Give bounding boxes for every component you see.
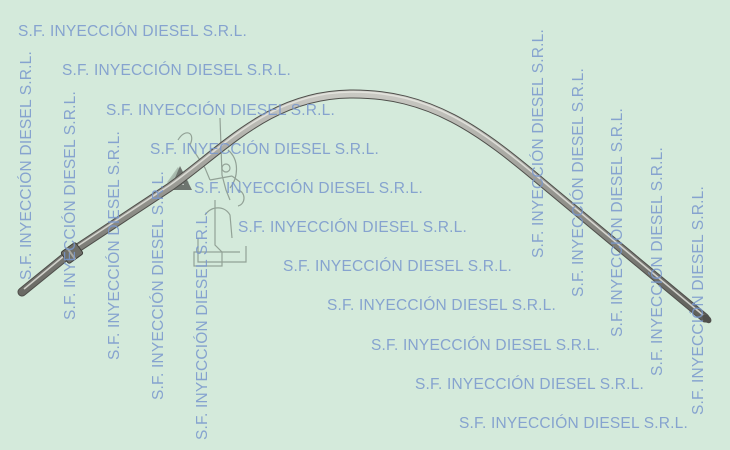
watermark-text: S.F. INYECCIÓN DIESEL S.R.L. (690, 186, 707, 415)
watermark-text: S.F. INYECCIÓN DIESEL S.R.L. (609, 108, 626, 337)
watermark-text: S.F. INYECCIÓN DIESEL S.R.L. (283, 258, 512, 275)
watermark-text: S.F. INYECCIÓN DIESEL S.R.L. (371, 337, 600, 354)
watermark-text: S.F. INYECCIÓN DIESEL S.R.L. (530, 29, 547, 258)
watermark-text: S.F. INYECCIÓN DIESEL S.R.L. (327, 297, 556, 314)
watermark-text: S.F. INYECCIÓN DIESEL S.R.L. (415, 376, 644, 393)
watermark-text: S.F. INYECCIÓN DIESEL S.R.L. (106, 131, 123, 360)
watermark-text: S.F. INYECCIÓN DIESEL S.R.L. (18, 51, 35, 280)
watermark-text: S.F. INYECCIÓN DIESEL S.R.L. (194, 211, 211, 440)
watermark-text: S.F. INYECCIÓN DIESEL S.R.L. (150, 141, 379, 158)
watermark-text: S.F. INYECCIÓN DIESEL S.R.L. (570, 68, 587, 297)
pipe-nut (60, 242, 84, 264)
watermark-text: S.F. INYECCIÓN DIESEL S.R.L. (150, 171, 167, 400)
watermark-text: S.F. INYECCIÓN DIESEL S.R.L. (194, 180, 423, 197)
watermark-text: S.F. INYECCIÓN DIESEL S.R.L. (459, 415, 688, 432)
pipe (17, 89, 710, 323)
watermark-text: S.F. INYECCIÓN DIESEL S.R.L. (106, 102, 335, 119)
watermark-text: S.F. INYECCIÓN DIESEL S.R.L. (62, 91, 79, 320)
watermark-text: S.F. INYECCIÓN DIESEL S.R.L. (238, 219, 467, 236)
watermark-text: S.F. INYECCIÓN DIESEL S.R.L. (18, 23, 247, 40)
pipe-end (702, 314, 712, 324)
watermark-text: S.F. INYECCIÓN DIESEL S.R.L. (649, 147, 666, 376)
watermark-text: S.F. INYECCIÓN DIESEL S.R.L. (62, 62, 291, 79)
